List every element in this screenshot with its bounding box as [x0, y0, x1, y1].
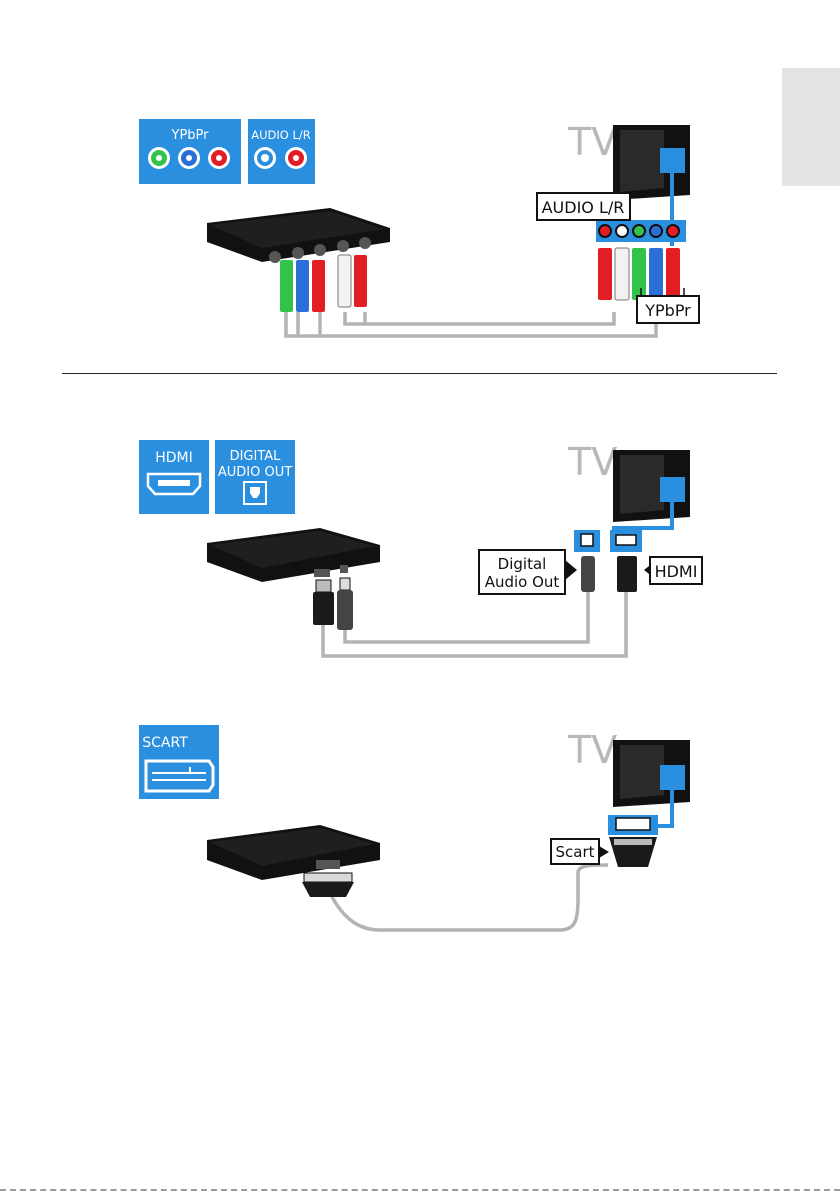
tv-label: TV [567, 440, 617, 484]
hdmi-audio-connection-diagram: HDMI DIGITAL AUDIO OUT TV [0, 420, 840, 670]
tv-illustration: TV [567, 440, 690, 534]
source-rca-plugs [280, 255, 367, 312]
hdmi-callout: HDMI [644, 557, 702, 584]
source-optical-plug [337, 578, 353, 630]
source-device [207, 208, 390, 263]
component-cables [286, 312, 656, 336]
section-divider [62, 373, 777, 374]
red-jack-icon [208, 147, 230, 169]
source-hdmi-plug [313, 580, 334, 625]
source-scart-plug [302, 873, 354, 897]
digital-audio-out-line2: AUDIO OUT [218, 465, 292, 480]
tv-rca-plugs [598, 248, 680, 300]
white-jack-icon [254, 147, 276, 169]
component-connection-diagram: YPbPr AUDIO L/R TV [0, 100, 840, 350]
tv-label: TV [567, 728, 617, 772]
tv-scart-plug [609, 837, 657, 867]
ypbpr-badge-title: YPbPr [171, 128, 210, 143]
scart-cable [332, 865, 608, 930]
ypbpr-badge: YPbPr [139, 119, 241, 184]
digital-audio-out-callout-line2: Audio Out [485, 573, 560, 591]
tv-illustration: TV [567, 728, 690, 826]
audio-lr-callout: AUDIO L/R [537, 193, 630, 220]
ypbpr-callout-text: YPbPr [644, 301, 691, 320]
audio-lr-badge: AUDIO L/R [248, 119, 315, 184]
source-device [207, 528, 380, 582]
source-device [207, 825, 380, 880]
scart-badge-title: SCART [142, 735, 188, 751]
digital-audio-out-callout-line1: Digital [498, 555, 547, 573]
scart-badge: SCART [139, 725, 219, 799]
hdmi-badge: HDMI [139, 440, 209, 514]
tv-hdmi-port [610, 530, 642, 552]
hdmi-callout-text: HDMI [655, 562, 698, 581]
hdmi-badge-title: HDMI [155, 450, 193, 466]
tv-hdmi-plug [617, 556, 637, 592]
page-crop-mark [0, 1189, 840, 1191]
hdmi-audio-cables [323, 592, 626, 656]
audio-lr-callout-text: AUDIO L/R [542, 198, 625, 217]
scart-callout-text: Scart [555, 843, 594, 861]
tv-optical-plug [581, 556, 595, 592]
tv-optical-port [574, 530, 600, 552]
scart-callout: Scart [551, 839, 609, 864]
digital-audio-out-badge: DIGITAL AUDIO OUT [215, 440, 295, 514]
tv-scart-port [608, 815, 658, 835]
scart-connection-diagram: SCART TV Scart [0, 715, 840, 945]
blue-jack-icon [178, 147, 200, 169]
digital-audio-out-line1: DIGITAL [230, 449, 282, 464]
tv-label: TV [567, 120, 617, 164]
red-jack-icon [285, 147, 307, 169]
audio-lr-badge-title: AUDIO L/R [251, 128, 311, 142]
green-jack-icon [148, 147, 170, 169]
digital-audio-out-callout: Digital Audio Out [479, 550, 577, 594]
tv-jack-panel [596, 220, 686, 242]
